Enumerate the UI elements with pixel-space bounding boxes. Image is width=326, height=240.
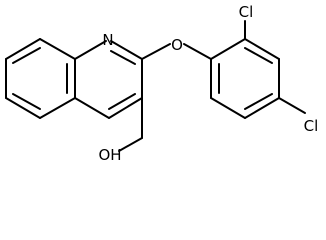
bond-c8-c7-inner [12,47,41,64]
chlorine-ortho-label: Cl [239,3,254,21]
bond-c4-c4a [74,97,110,119]
bond-c2-c3prime [244,38,280,60]
bond-c4-c5prime-inner [244,93,273,110]
bond-c6-c5 [5,97,41,119]
atom-labels: N O Cl Cl OH [98,3,318,164]
bond-c8-c7 [5,38,41,60]
chemical-structure: N O Cl Cl OH [5,3,318,164]
bond-c4-c5prime [244,97,280,119]
bond-ch2-oh [118,137,143,152]
bond-n1-c2-inner [110,50,136,65]
bond-c1-c2prime [210,38,246,60]
bond-c3-c4 [108,97,143,119]
hydroxyl-label: OH [98,146,121,164]
ether-oxygen-label: O [171,36,183,54]
bond-c3-c4-inner [108,93,136,110]
chlorine-para-label: Cl [304,117,319,135]
bond-c6-c5-inner [12,93,41,110]
bond-n1-c2 [110,40,143,60]
bond-c4prime-cl [278,97,306,114]
bond-c2-c3prime-inner [244,47,273,64]
bonds [5,20,306,152]
bond-c5-c6prime [210,97,246,119]
bond-c2-o [141,43,171,60]
bond-c5-c4a [39,97,76,119]
bond-c8a-n1 [74,40,107,60]
nitrogen-label: N [102,31,113,49]
bond-c8a-c8 [39,38,76,60]
bond-o-c1prime [183,43,212,60]
